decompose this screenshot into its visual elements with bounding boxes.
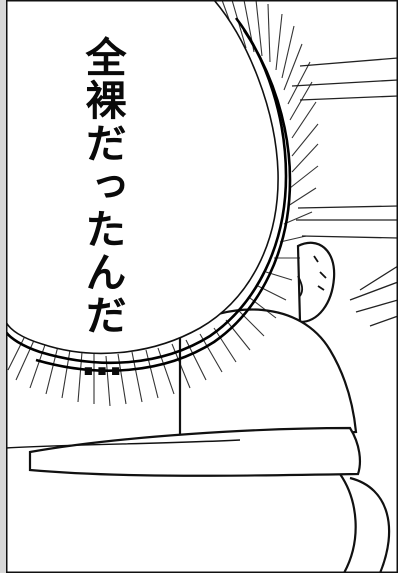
- page-gutter: [0, 0, 6, 573]
- speech-bubble: [6, 0, 279, 355]
- background-lines: [291, 57, 398, 327]
- speech-text: 全裸だったんだ…: [78, 36, 126, 387]
- focus-lines: [7, 0, 319, 407]
- bubble-halo: [6, 17, 292, 372]
- character-figure: [28, 241, 391, 573]
- ground-line: [6, 439, 241, 449]
- ear-detail-marks: [297, 255, 327, 297]
